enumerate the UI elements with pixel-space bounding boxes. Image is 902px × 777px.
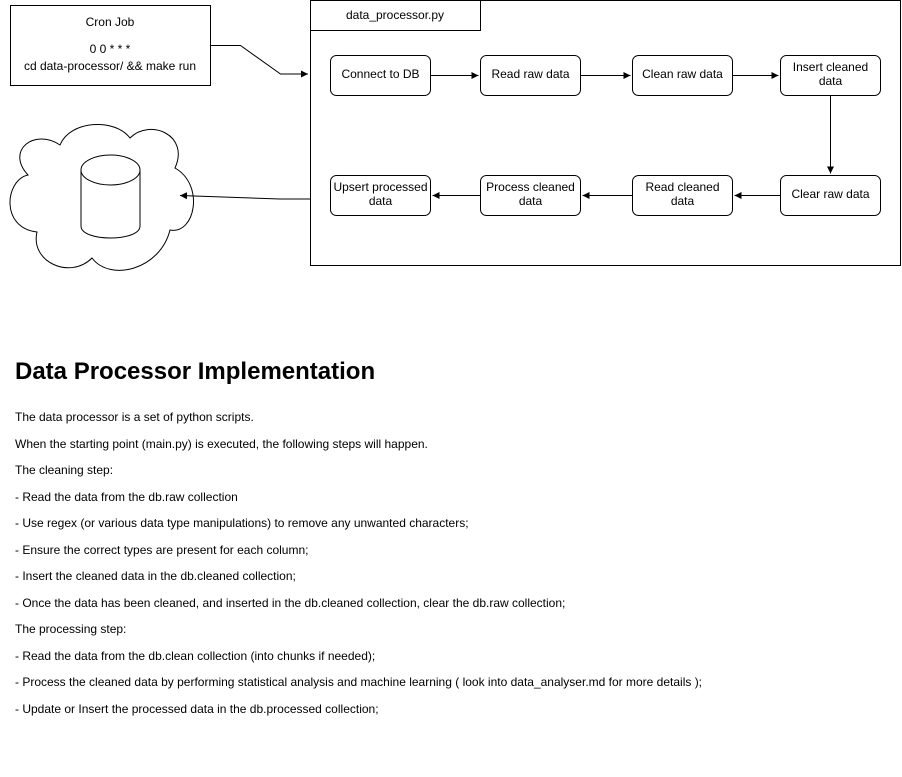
data-processor-container: data_processor.py (310, 0, 901, 266)
doc-paragraph: The cleaning step: (15, 463, 114, 477)
step-label-line-2: data (819, 74, 843, 88)
step-clear-raw-data: Clear raw data (780, 175, 881, 216)
step-read-raw-data: Read raw data (480, 55, 581, 96)
doc-list-item: - Use regex (or various data type manipu… (15, 516, 469, 530)
container-label: data_processor.py (346, 8, 444, 22)
doc-list-item: - Insert the cleaned data in the db.clea… (15, 569, 296, 583)
cron-job-title: Cron Job (86, 15, 135, 29)
cron-job-command: cd data-processor/ && make run (24, 59, 196, 73)
cron-job-schedule: 0 0 * * * (90, 42, 131, 56)
step-label-line-1: Upsert processed (333, 180, 427, 194)
architecture-diagram: Cron Job 0 0 * * * cd data-processor/ &&… (9, 0, 901, 271)
doc-list-item: - Update or Insert the processed data in… (15, 701, 379, 716)
cloud-database (9, 124, 194, 271)
cron-to-processor-arrow (210, 45, 308, 78)
step-upsert-processed-data: Upsert processed data (330, 175, 431, 216)
step-insert-cleaned-data: Insert cleaned data (780, 55, 881, 96)
doc-list-item: - Read the data from the db.raw collecti… (15, 489, 238, 504)
doc-list-item: - Ensure the correct types are present f… (15, 542, 309, 557)
doc-list-item: - Once the data has been cleaned, and in… (15, 595, 566, 610)
doc-list-item: - Process the cleaned data by performing… (15, 675, 703, 689)
step-label-line-1: Read cleaned (645, 180, 719, 194)
documentation-section: Data Processor Implementation The data p… (15, 352, 895, 728)
step-label: Connect to DB (341, 67, 419, 81)
processor-to-database-arrow (179, 192, 310, 200)
step-process-cleaned-data: Process cleaned data (480, 175, 581, 216)
step-label: Read raw data (491, 67, 569, 81)
step-connect-to-db: Connect to DB (330, 55, 431, 96)
cron-job-box: Cron Job 0 0 * * * cd data-processor/ &&… (10, 5, 211, 86)
doc-paragraph: The data processor is a set of python sc… (15, 410, 254, 424)
step-label: Clean raw data (642, 67, 723, 81)
step-label-line-2: data (671, 194, 695, 208)
step-label-line-2: data (519, 194, 543, 208)
doc-heading: Data Processor Implementation (15, 358, 376, 385)
database-icon-top (80, 154, 141, 186)
database-icon (80, 170, 141, 239)
step-clean-raw-data: Clean raw data (632, 55, 733, 96)
step-read-cleaned-data: Read cleaned data (632, 175, 733, 216)
doc-paragraph: The processing step: (15, 622, 127, 636)
container-tab (310, 0, 481, 31)
step-label-line-1: Insert cleaned (793, 60, 868, 74)
doc-list-item: - Read the data from the db.clean collec… (15, 648, 376, 663)
step-label: Clear raw data (791, 187, 869, 201)
step-label-line-2: data (369, 194, 393, 208)
step-label-line-1: Process cleaned (486, 180, 575, 194)
doc-paragraph: When the starting point (main.py) is exe… (15, 436, 428, 451)
